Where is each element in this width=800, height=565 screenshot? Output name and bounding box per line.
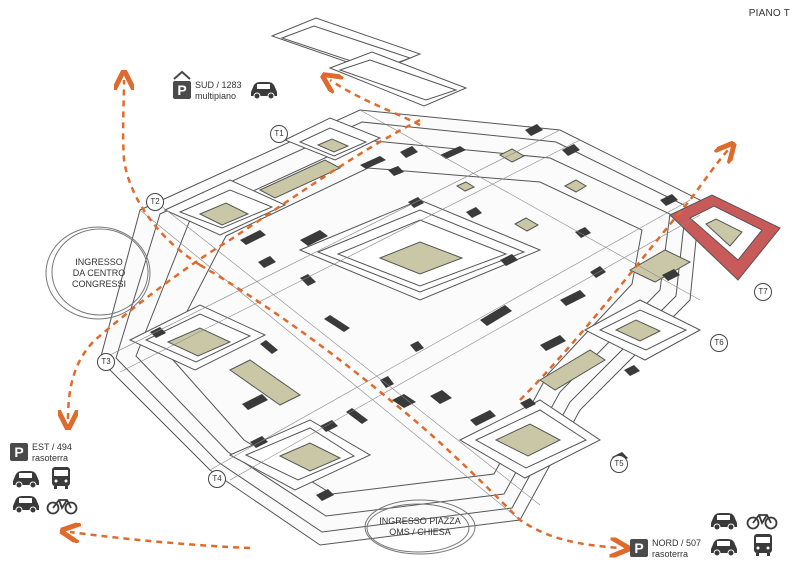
car-icon — [251, 82, 277, 99]
tower-label-t6[interactable]: T6 — [710, 334, 728, 352]
tower-label-t2[interactable]: T2 — [146, 193, 164, 211]
tower-label-t3[interactable]: T3 — [97, 353, 115, 371]
access-routes — [68, 80, 728, 548]
car-icon — [711, 539, 737, 556]
parking-nord-type: rasoterra — [652, 549, 689, 559]
corridor-lines — [99, 109, 701, 521]
bus-icon — [754, 534, 772, 556]
car-icon — [13, 471, 39, 488]
parking-est-type: rasoterra — [32, 453, 69, 463]
car-icon — [13, 496, 39, 513]
entrance-centro-line3: CONGRESSI — [71, 279, 126, 289]
tower-label-t4[interactable]: T4 — [208, 470, 226, 488]
entrance-piazza-line1: INGRESSO PIAZZA — [379, 516, 461, 526]
parking-est-name: EST / 494 — [32, 442, 72, 452]
tower-label-t5[interactable]: T5 — [610, 455, 628, 473]
entrance-piazza-line2: OMS / CHIESA — [389, 527, 451, 537]
entrance-centro-line2: DA CENTRO — [72, 268, 126, 278]
parking-sud-type: multipiano — [195, 91, 237, 101]
ward-wings — [128, 117, 702, 491]
entrance-bubbles — [45, 226, 476, 555]
bicycle-icon — [746, 514, 778, 530]
service-cores — [150, 124, 680, 501]
tower-label-t7[interactable]: T7 — [754, 283, 772, 301]
north-wing — [270, 17, 468, 107]
central-block — [298, 199, 542, 301]
page-title: PIANO T — [748, 8, 790, 19]
entrance-centro-line1: INGRESSO — [75, 257, 123, 267]
tower-label-t1[interactable]: T1 — [270, 125, 288, 143]
roof-icon — [173, 70, 191, 80]
parking-nord-name: NORD / 507 — [652, 538, 702, 548]
bus-icon — [52, 467, 70, 489]
parking-est-badge: P — [10, 443, 28, 461]
parking-sud-badge: P — [173, 81, 191, 99]
car-icon — [711, 513, 737, 530]
parking-sud-name: SUD / 1283 — [195, 80, 242, 90]
bicycle-icon — [46, 499, 78, 515]
parking-nord-badge: P — [630, 539, 648, 557]
entrance-piazza-oms[interactable]: INGRESSO PIAZZA OMS / CHIESA — [365, 516, 475, 538]
entrance-centro-congressi[interactable]: INGRESSO DA CENTRO CONGRESSI — [60, 257, 138, 290]
